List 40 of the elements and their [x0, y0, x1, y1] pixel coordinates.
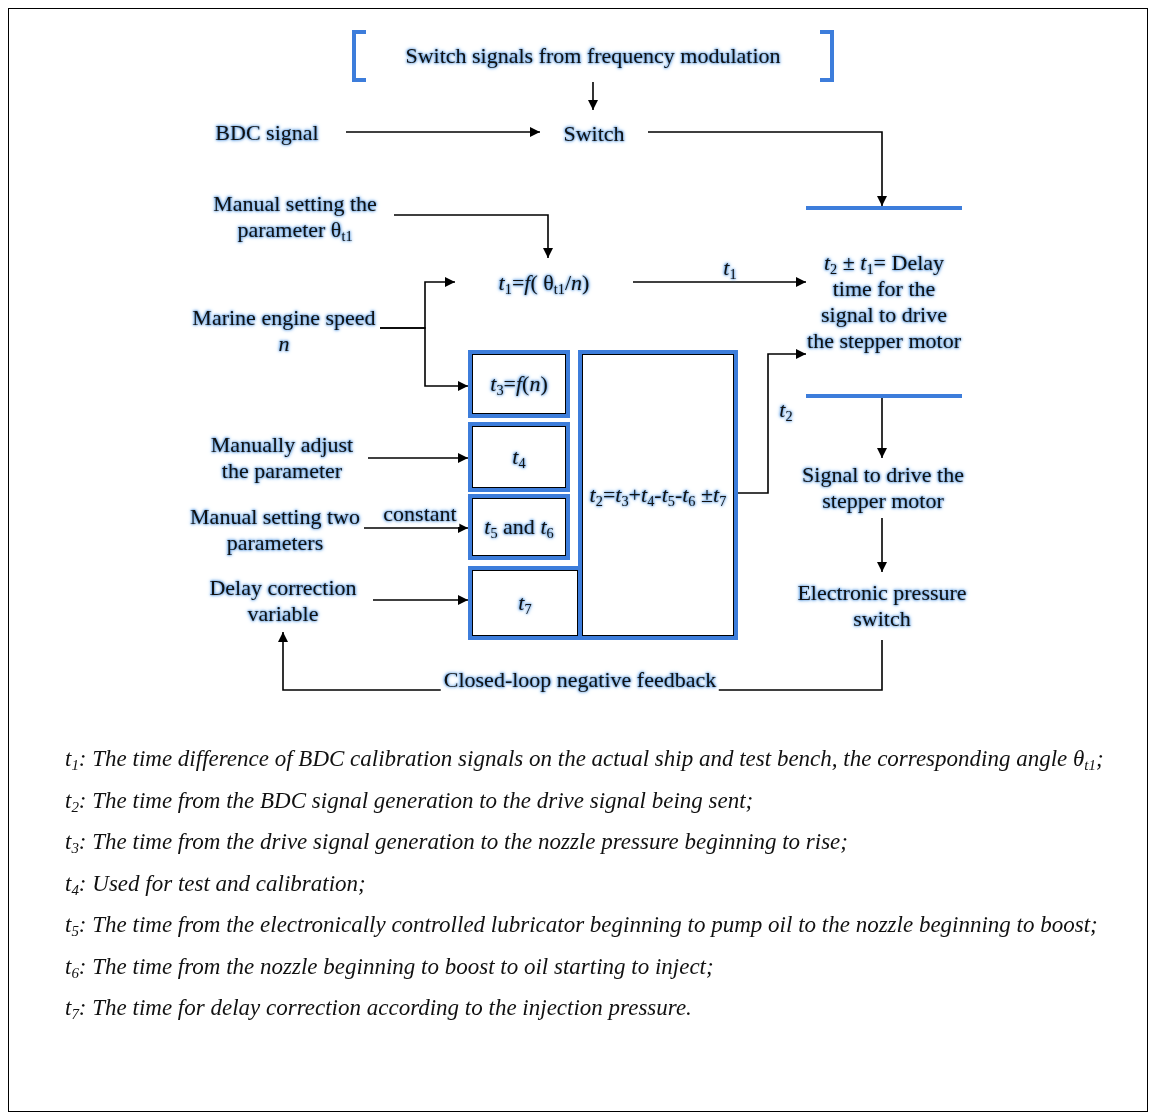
definition-note: t$_{3}$: The time from the drive signal generation to the nozzle pressure beginning to rise;	[65, 828, 849, 858]
process-box	[578, 350, 738, 640]
process-box	[468, 422, 570, 492]
box-label: t$_{2}$=t$_{3}$+t$_{4}$-t$_{5}$-t$_{6}$ ±t$_{7}$	[589, 482, 727, 508]
arrow	[877, 517, 887, 573]
arrow	[379, 327, 469, 391]
text-label: Manually adjust the parameter	[196, 428, 368, 488]
text-label: t$_{1}$=f( θ$_{t1}$/n)	[455, 258, 633, 308]
box-label: Switch signals from frequency modulation	[405, 43, 781, 69]
arrow	[737, 349, 807, 494]
definition-note: t$_{4}$: Used for test and calibration;	[65, 869, 367, 900]
arrow	[647, 131, 887, 207]
box-label: t$_{2}$ ± t$_{1}$= Delay time for the signal to drive the stepper motor	[806, 250, 962, 354]
definition-note: t$_{1}$: The time difference of BDC calibration signals on the actual ship and test bench, the corresponding angle θ$_{t1}$;	[65, 745, 1105, 775]
text-label: Manual setting two parameters	[186, 500, 364, 560]
process-box	[468, 350, 570, 418]
text-label: Delay correction variable	[193, 570, 373, 632]
arrow	[632, 277, 807, 287]
box-label: t$_{4}$	[512, 444, 526, 470]
text-label: BDC signal	[188, 110, 346, 156]
text-label: Electronic pressure switch	[786, 572, 978, 640]
arrow	[367, 453, 469, 463]
arrow	[372, 595, 469, 605]
text-label: Manual setting the parameter θ$_{t1}$	[196, 186, 394, 248]
box-label: t$_{5}$ and t$_{6}$	[484, 514, 554, 540]
definition-note: t$_{7}$: The time for delay correction according to the injection pressure.	[65, 994, 693, 1024]
definition-note: t$_{5}$: The time from the electronically controlled lubricator beginning to pump oil to the nozzle beginning to boost;	[65, 911, 1099, 941]
box-label: t$_{7}$	[518, 590, 532, 616]
text-label: Switch	[540, 110, 648, 158]
definition-note: t$_{2}$: The time from the BDC signal generation to the drive signal being sent;	[65, 786, 755, 817]
process-box	[468, 494, 570, 560]
arrow	[588, 81, 598, 111]
box-label: t$_{3}$=f(n)	[490, 371, 548, 397]
arrow	[363, 523, 469, 533]
arrow	[345, 127, 541, 137]
arrow	[393, 214, 553, 259]
text-label: Signal to drive the stepper motor	[790, 458, 976, 518]
arrow	[877, 397, 887, 459]
definition-note: t$_{6}$: The time from the nozzle beginning to boost to oil starting to inject;	[65, 952, 715, 983]
text-label: Marine engine speed n	[188, 296, 380, 366]
